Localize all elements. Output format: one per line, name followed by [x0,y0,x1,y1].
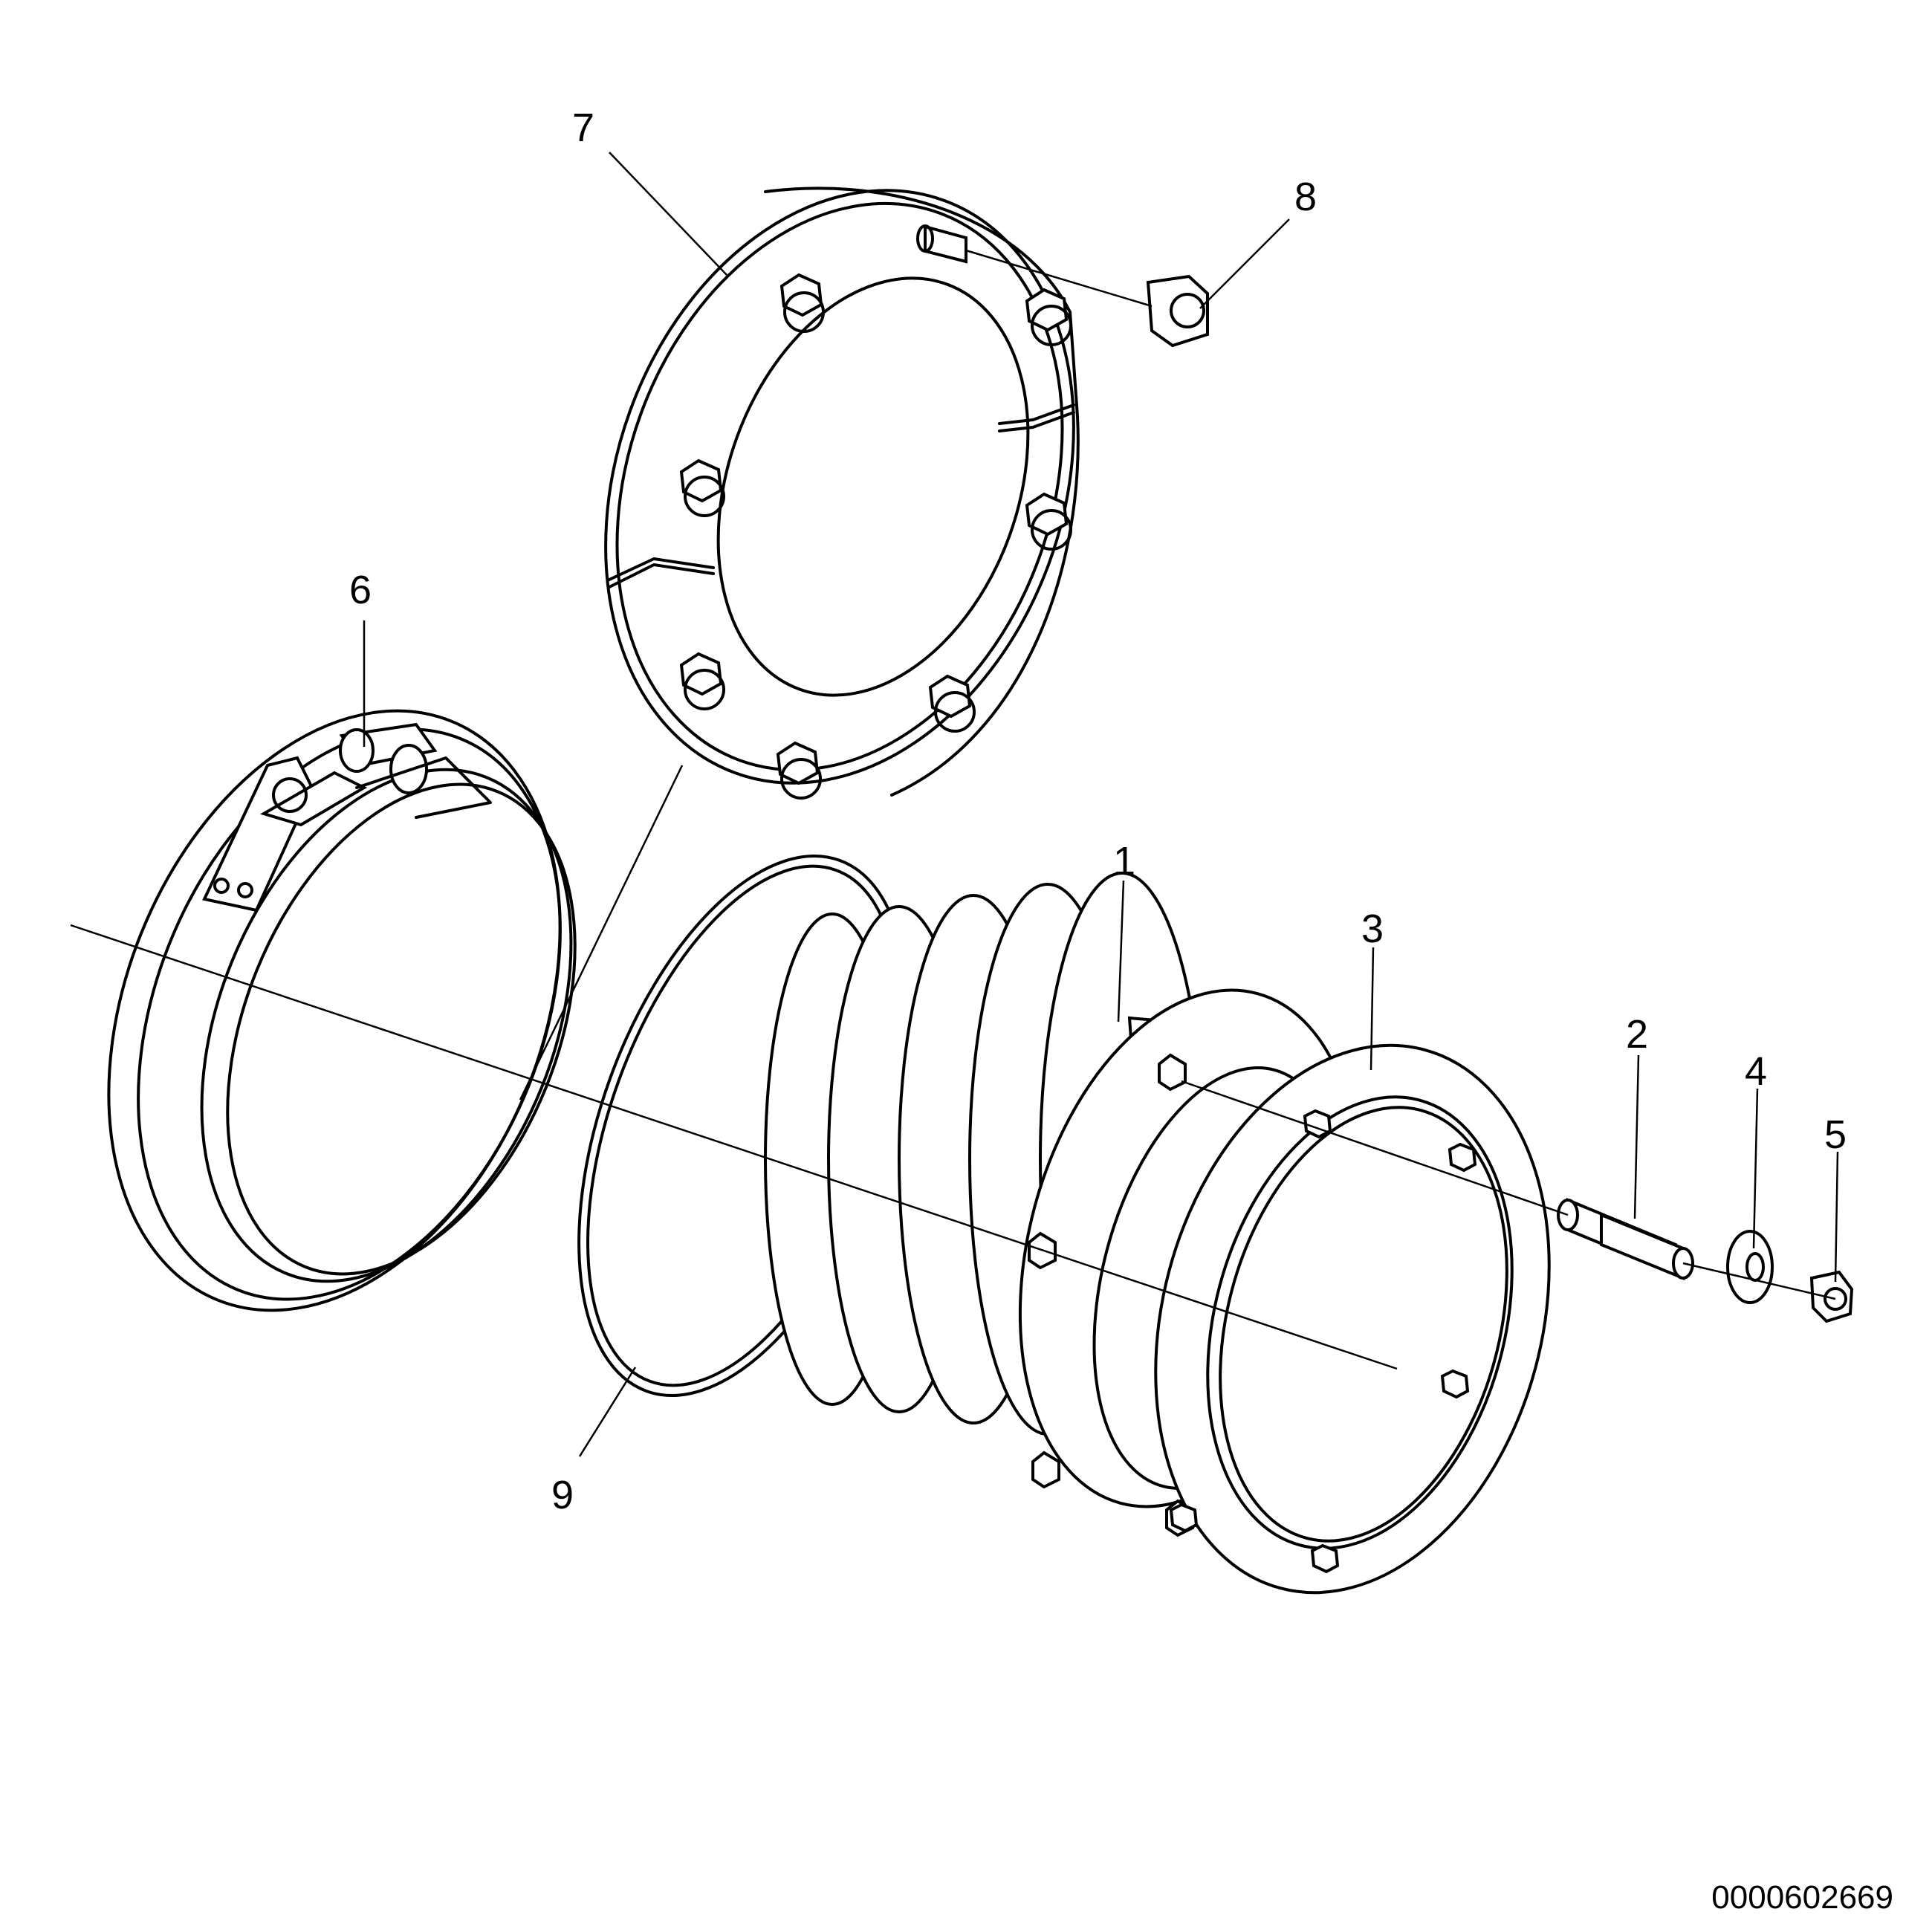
nut-icon [1146,274,1209,348]
callout-7: 7 [572,106,594,150]
ring-bolt-icon [1025,288,1072,346]
flange-bolt-hole-icon [1440,1369,1470,1399]
washer-icon [1726,1230,1774,1304]
flange-nut-icon [1031,1450,1060,1489]
flange-bolt-hole-icon [1169,1503,1199,1533]
split-clamp-ring [604,187,1080,800]
callout-6: 6 [349,568,372,612]
callout-2: 2 [1626,1012,1648,1057]
leader-lines [363,152,1839,1457]
hex-nut-icon [1809,1270,1854,1323]
callout-1: 1 [1113,839,1135,884]
loose-flange [1154,1043,1551,1595]
callout-4: 4 [1745,1049,1767,1094]
flange-bolt-hole-icon [1310,1543,1340,1574]
ring-bolt-icon [1025,492,1072,551]
flange-nut-icon [1158,1053,1187,1092]
assembly-centerlines [70,249,1836,1370]
flange-bolt-hole-icon [1448,1142,1477,1173]
ring-bolt-icon [679,458,725,517]
document-number: 0000602669 [1711,1879,1893,1916]
ring-bolt-icon [679,652,725,710]
v-band-clamp [107,709,577,1312]
ring-bolt-icon [928,674,976,733]
callout-8: 8 [1294,175,1317,219]
ring-bolt-icon [776,741,822,800]
stud-icon [916,224,967,264]
flange-bolt-hole-icon [1303,1109,1332,1139]
callout-3: 3 [1361,907,1384,951]
ring-bolt-icon [779,273,825,333]
callout-5: 5 [1824,1112,1847,1157]
stud-bolt-icon [1557,1198,1694,1280]
callout-9: 9 [551,1473,574,1517]
